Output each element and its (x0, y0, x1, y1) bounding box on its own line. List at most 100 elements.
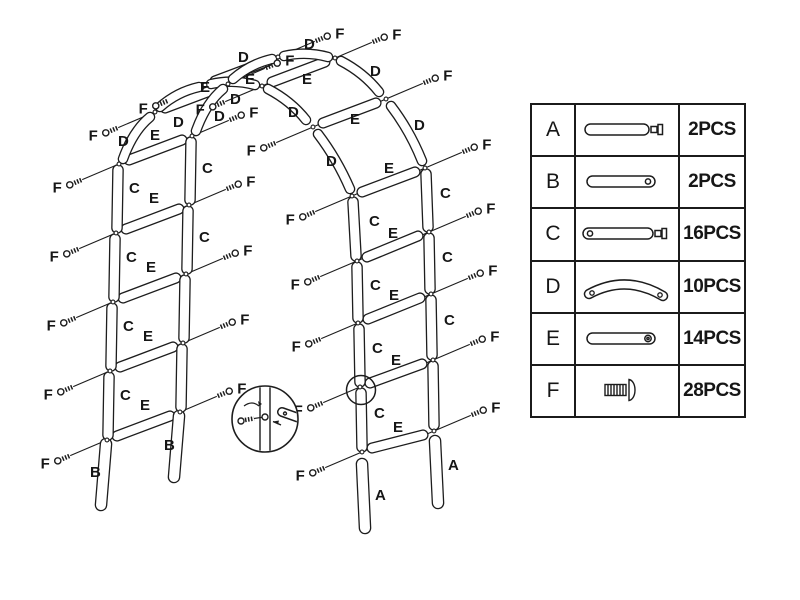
joint-hole (426, 229, 432, 235)
joint-hole (428, 291, 434, 297)
joint-hole (113, 230, 119, 236)
joint-hole (310, 124, 316, 130)
joint-hole (422, 165, 428, 171)
diagram-label-c: C (369, 213, 380, 230)
post-tube-c (352, 262, 363, 323)
diagram-label-b: B (90, 464, 101, 481)
arch-tube-d (280, 49, 332, 61)
joint-hole (259, 83, 265, 89)
screw-label: F (240, 312, 249, 329)
crossbar-e (357, 167, 420, 197)
joint-hole (183, 271, 189, 277)
turn-arrow-arc (243, 402, 260, 407)
screw-head (151, 102, 160, 110)
part-letter: D (532, 261, 576, 312)
diagram-label-c: C (440, 185, 451, 202)
diagram-label-d: D (414, 117, 425, 134)
joint-detail-magnifier (231, 385, 299, 453)
joint-hole (359, 449, 365, 455)
joint-hole (177, 409, 183, 415)
screw-head (101, 129, 110, 137)
screw-label: F (247, 142, 256, 159)
crossbar-e (362, 231, 423, 262)
part-qty: 10PCS (683, 275, 741, 297)
crossbar-e (124, 135, 187, 165)
diagram-label-e: E (389, 287, 399, 304)
screw-head (308, 469, 317, 477)
screw-tip (253, 416, 263, 420)
leg-tube (357, 459, 370, 533)
arch-tube-d (156, 83, 203, 111)
diagram-label-c: C (370, 277, 381, 294)
screw-threads (72, 177, 83, 186)
screw-threads (222, 252, 233, 261)
diagram-label-e: E (143, 328, 153, 345)
crossbar-e (112, 411, 175, 441)
diagram-label-d: D (326, 153, 337, 170)
post-tube-c (103, 372, 114, 440)
diagram-label-e: E (391, 352, 401, 369)
screw-head (476, 269, 485, 277)
screw-threads (470, 409, 481, 418)
screw-head (225, 387, 234, 395)
arch-tube-d (119, 113, 154, 163)
diagram-label-d: D (173, 114, 184, 131)
diagram-label-c: C (372, 340, 383, 357)
screw-head (228, 318, 237, 326)
diagram-label-c: C (120, 387, 131, 404)
screw-label: F (285, 53, 294, 70)
screw-head (306, 404, 315, 412)
insert-arrow-head (273, 420, 279, 425)
crossbar-e (363, 293, 425, 324)
screw-head (474, 207, 483, 215)
part-letter: B (532, 157, 576, 208)
crossbar-e (121, 204, 184, 234)
screw-label: F (286, 211, 295, 228)
crossbar-e (160, 83, 223, 113)
leg-tube (96, 439, 111, 510)
screw-head (298, 213, 307, 221)
screw-threads (371, 36, 382, 45)
diagram-label-a: A (448, 457, 459, 474)
screw-threads (63, 384, 74, 393)
screw-threads (215, 99, 226, 108)
rung-end (278, 408, 297, 422)
screw-label: F (296, 467, 305, 484)
screw-label: F (246, 174, 255, 191)
arch-tube-d (192, 85, 227, 135)
arch-tube-d (229, 55, 276, 83)
crossbar-e (365, 359, 427, 388)
diagram-label-e: E (146, 259, 156, 276)
part-c-thumbnail (576, 209, 680, 260)
post-tube-c (428, 361, 439, 430)
diagram-label-c: C (126, 249, 137, 266)
screw-leader-line (314, 190, 365, 213)
screw-label: F (47, 317, 56, 334)
screw-threads (313, 400, 324, 409)
diagram-label-d: D (230, 91, 241, 108)
diagram-label-c: C (374, 405, 385, 422)
screw-threads (467, 272, 478, 281)
joint-hole (186, 202, 192, 208)
diagram-label-c: C (123, 318, 134, 335)
part-a-thumbnail (576, 105, 680, 156)
arch-tube-d (264, 85, 310, 124)
screw-threads (225, 183, 236, 192)
part-qty: 14PCS (683, 327, 741, 349)
screw-label: F (490, 329, 499, 346)
screw-threads (469, 338, 480, 347)
screw-label: F (89, 127, 98, 144)
screw-head (234, 180, 243, 188)
post-tube-c (426, 295, 437, 360)
screw-head (323, 32, 332, 40)
joint-hole (355, 320, 361, 326)
parts-table-row-e: E 14PCS (532, 313, 744, 366)
screw-threads (314, 35, 325, 44)
screw-head (62, 250, 71, 258)
post-tube-c (354, 324, 365, 387)
part-letter: F (532, 365, 576, 417)
screw-threads (465, 210, 476, 219)
screw-label: F (335, 26, 344, 43)
screw-leader-line (319, 255, 370, 278)
